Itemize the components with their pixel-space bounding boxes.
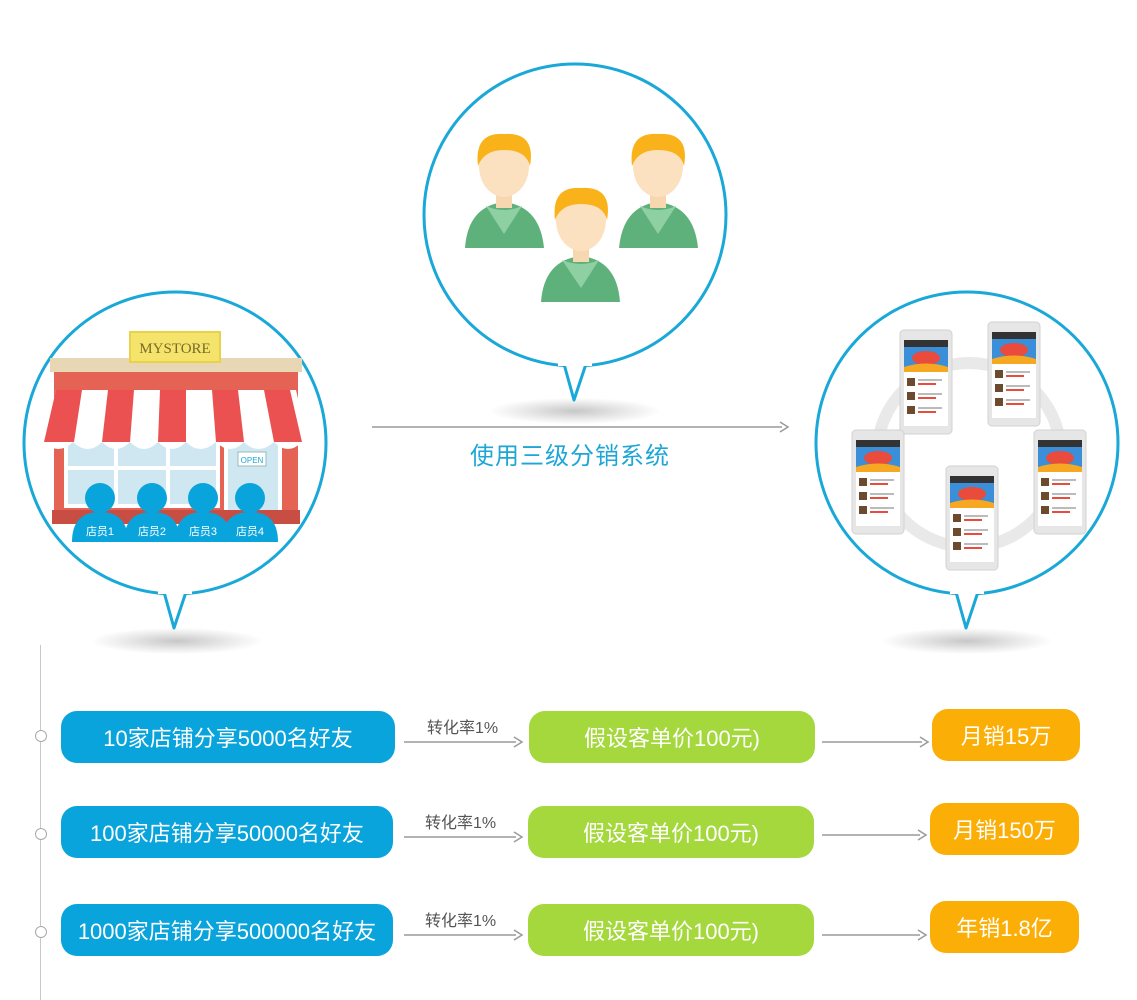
row3-stores-pill: 1000家店铺分享500000名好友: [61, 904, 393, 956]
staff-figure: 店员3: [175, 483, 231, 542]
staff-label: 店员3: [189, 524, 217, 538]
row1-arrow-2: [822, 736, 930, 748]
phone-screenshot: [851, 429, 905, 535]
phones-bubble-shadow: [882, 628, 1052, 654]
staff-label: 店员2: [138, 524, 166, 538]
row2-rate-label: 转化率1%: [425, 815, 497, 832]
staff-figure: 店员4: [222, 483, 278, 542]
staff-label: 店员4: [236, 524, 264, 538]
flow-label: 使用三级分销系统: [470, 443, 670, 470]
flow-arrow: [372, 421, 790, 433]
row3-arrow-2: [822, 929, 928, 941]
phone-screenshot: [945, 465, 999, 571]
row1-rate-label: 转化率1%: [427, 720, 499, 737]
row2-arrow-2: [822, 829, 928, 841]
open-tag: OPEN: [241, 456, 264, 465]
timeline-dot: [35, 730, 47, 742]
row1-stores-pill: 10家店铺分享5000名好友: [61, 711, 395, 763]
row2-price-pill: 假设客单价100元): [528, 806, 814, 858]
row1-result-pill: 月销15万: [932, 709, 1080, 761]
store-sign: MYSTORE: [139, 341, 210, 357]
staff-figure: 店员1: [72, 483, 128, 542]
person-icon: [619, 133, 698, 248]
phone-screenshot: [987, 321, 1041, 427]
row3-result-pill: 年销1.8亿: [930, 901, 1079, 953]
row3-price-pill: 假设客单价100元): [528, 904, 814, 956]
row1-price-pill: 假设客单价100元): [529, 711, 815, 763]
person-icon: [465, 133, 544, 248]
row3-rate-label: 转化率1%: [425, 913, 497, 930]
row3-arrow-1: [404, 929, 524, 941]
row2-arrow-1: [404, 831, 524, 843]
timeline-line: [40, 645, 41, 1000]
row2-result-pill: 月销150万: [930, 803, 1079, 855]
row1-arrow-1: [404, 736, 524, 748]
people-bubble: [422, 62, 728, 402]
timeline-dot: [35, 828, 47, 840]
staff-label: 店员1: [86, 524, 114, 538]
timeline-dot: [35, 926, 47, 938]
staff-figure: 店员2: [124, 483, 180, 542]
person-icon: [541, 187, 620, 302]
row2-stores-pill: 100家店铺分享50000名好友: [61, 806, 393, 858]
phone-screenshot: [1033, 429, 1087, 535]
phone-screenshot: [899, 329, 953, 435]
phones-bubble: [814, 290, 1120, 630]
awning: [44, 390, 308, 449]
people-bubble-shadow: [490, 398, 660, 424]
store-bubble-shadow: [92, 628, 262, 654]
store-bubble: MYSTORE OPEN 店员1 店员2 店员3 店员4: [22, 290, 328, 630]
